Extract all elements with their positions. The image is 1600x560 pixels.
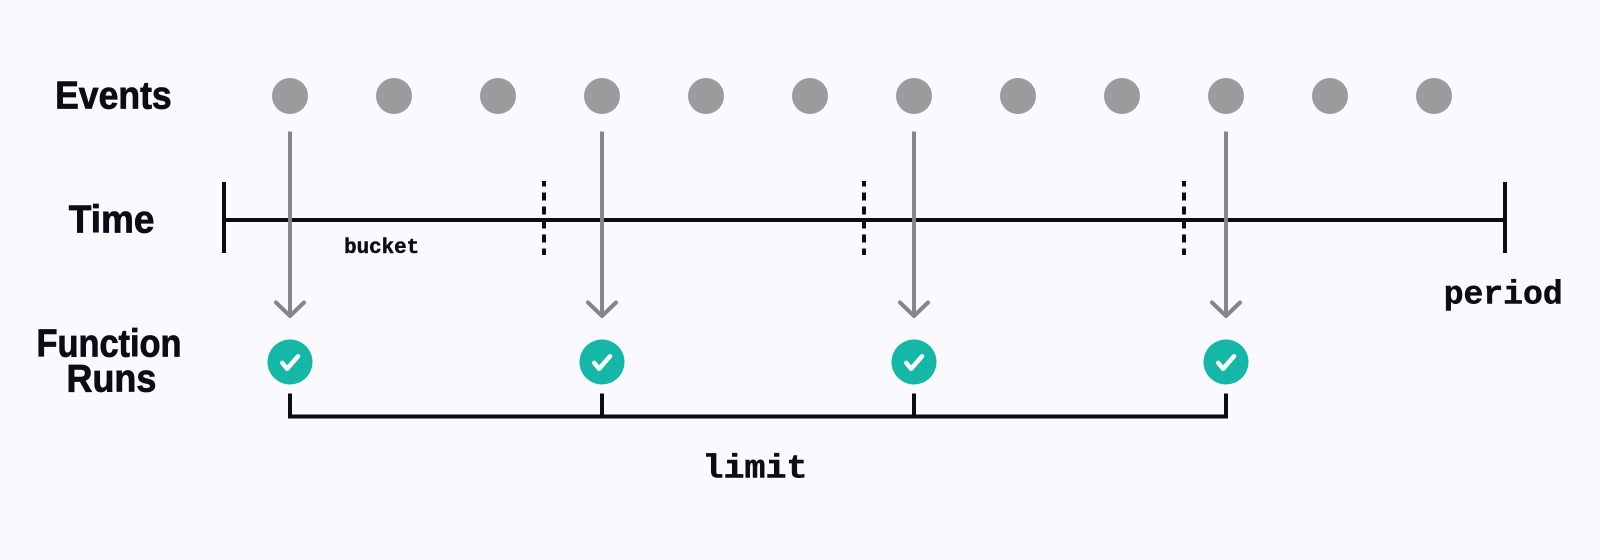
svg-text:Function: Function <box>37 322 182 365</box>
svg-text:Events: Events <box>55 74 172 117</box>
svg-text:period: period <box>1444 277 1563 314</box>
svg-text:Time: Time <box>69 199 155 242</box>
svg-text:bucket: bucket <box>344 236 419 260</box>
svg-text:limit: limit <box>703 451 808 488</box>
svg-text:Runs: Runs <box>67 358 157 401</box>
